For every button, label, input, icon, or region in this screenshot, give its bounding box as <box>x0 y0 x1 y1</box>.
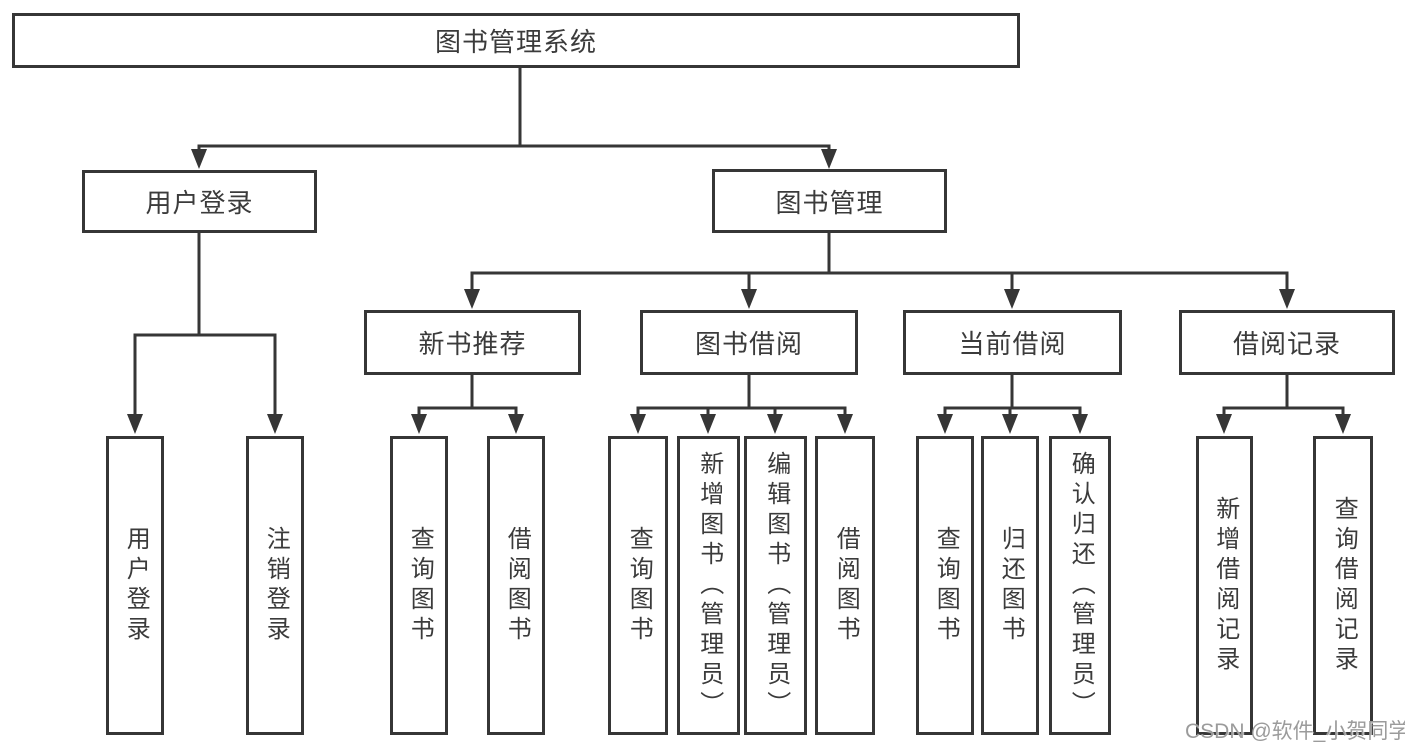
arrow-down-icon <box>741 289 757 309</box>
arrow-down-icon <box>700 414 716 434</box>
arrow-down-icon <box>1335 414 1351 434</box>
node-root-system: 图书管理系统 <box>12 13 1020 68</box>
leaf-newbook-borrow-books: 借阅图书 <box>487 436 545 735</box>
arrow-down-icon <box>127 414 143 434</box>
arrow-down-icon <box>837 414 853 434</box>
leaf-current-return-books: 归还图书 <box>981 436 1039 735</box>
node-new-book-recommend: 新书推荐 <box>364 310 581 375</box>
connector-records-children <box>1216 373 1351 434</box>
connector-user-login-children <box>127 231 283 434</box>
arrow-down-icon <box>767 414 783 434</box>
connector-current-borrow-children <box>937 373 1088 434</box>
leaf-borrow-edit-books-admin: 编辑图书（管理员） <box>744 436 807 735</box>
arrow-down-icon <box>191 149 207 169</box>
node-book-borrow: 图书借阅 <box>640 310 858 375</box>
connector-new-book-children <box>411 373 524 434</box>
arrow-down-icon <box>630 414 646 434</box>
node-borrow-records: 借阅记录 <box>1179 310 1395 375</box>
node-user-login: 用户登录 <box>82 170 317 233</box>
connector-root <box>191 66 837 169</box>
leaf-newbook-query-books: 查询图书 <box>390 436 448 735</box>
arrow-down-icon <box>821 149 837 169</box>
arrow-down-icon <box>1216 414 1232 434</box>
connector-book-mgmt-children <box>464 231 1295 309</box>
leaf-borrow-borrow-books: 借阅图书 <box>815 436 875 735</box>
arrow-down-icon <box>1002 414 1018 434</box>
arrow-down-icon <box>1072 414 1088 434</box>
leaf-logout: 注销登录 <box>246 436 304 735</box>
arrow-down-icon <box>1004 289 1020 309</box>
arrow-down-icon <box>1279 289 1295 309</box>
node-current-borrow: 当前借阅 <box>903 310 1122 375</box>
arrow-down-icon <box>464 289 480 309</box>
arrow-down-icon <box>267 414 283 434</box>
csdn-watermark: CSDN @软件_小贺同学 <box>1185 720 1405 743</box>
leaf-borrow-add-books-admin: 新增图书（管理员） <box>677 436 740 735</box>
leaf-current-confirm-return-admin: 确认归还（管理员） <box>1049 436 1111 735</box>
node-book-management: 图书管理 <box>712 169 947 233</box>
leaf-user-login: 用户登录 <box>106 436 164 735</box>
leaf-records-query-borrow-record: 查询借阅记录 <box>1313 436 1373 735</box>
arrow-down-icon <box>937 414 953 434</box>
leaf-borrow-query-books: 查询图书 <box>608 436 668 735</box>
leaf-current-query-books: 查询图书 <box>916 436 974 735</box>
leaf-records-add-borrow-record: 新增借阅记录 <box>1196 436 1253 735</box>
arrow-down-icon <box>411 414 427 434</box>
connector-book-borrow-children <box>630 373 853 434</box>
arrow-down-icon <box>508 414 524 434</box>
